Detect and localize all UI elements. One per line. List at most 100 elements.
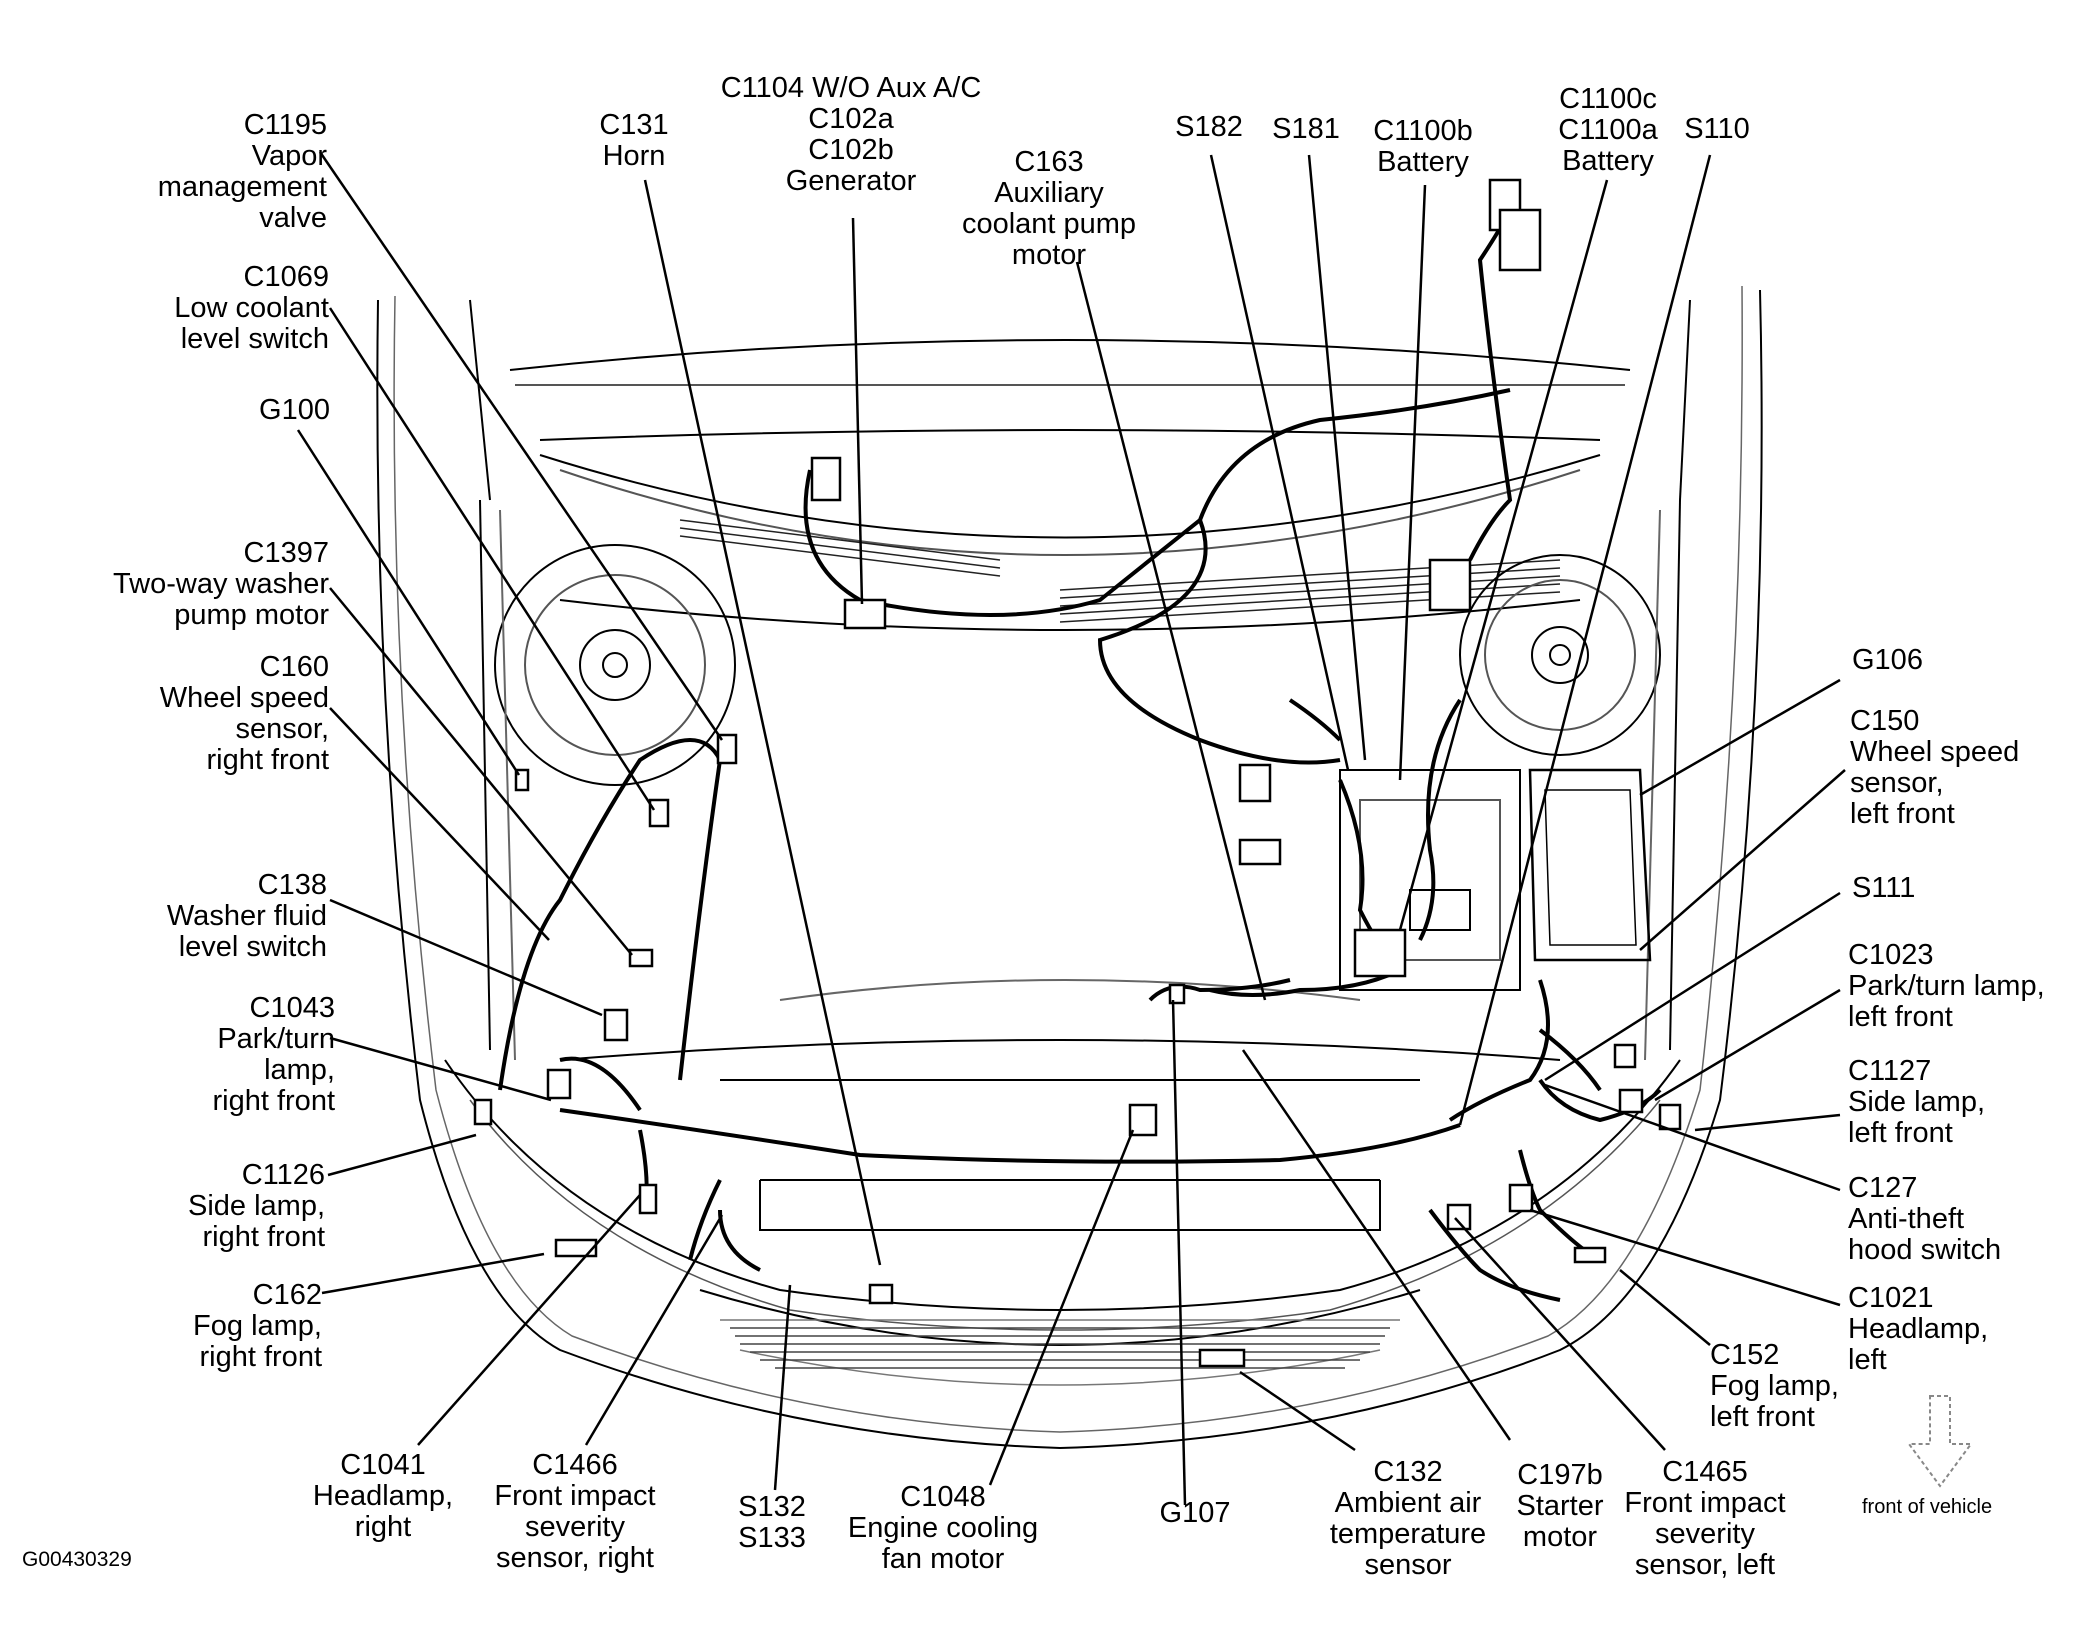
callout-line: sensor [1364, 1549, 1452, 1581]
callout-line: sensor, right [496, 1542, 654, 1574]
callout-line: Battery [1562, 145, 1654, 177]
callout-line: C1041 [340, 1449, 426, 1481]
callout-c127-anti-theft-hood-switch: C127 Anti-theft hood switch [1848, 1173, 2001, 1266]
callout-line: severity [525, 1511, 625, 1543]
callout-c1023-park-turn-lamp-left-front: C1023 Park/turn lamp, left front [1848, 940, 2045, 1033]
radiator-support [559, 979, 1561, 1231]
strut-tower-left [1459, 554, 1661, 756]
callout-line: C1100c [1559, 83, 1657, 115]
callout-c138-washer-fluid-level-switch: C138 Washer fluid level switch [167, 870, 327, 963]
callout-c163-auxiliary-coolant-pump-motor: C163 Auxiliary coolant pump motor [962, 147, 1136, 271]
fuse-box [1528, 768, 1652, 962]
callout-c1069-low-coolant-level-switch: C1069 Low coolant level switch [174, 262, 329, 355]
callout-c1100c-c1100a-battery: C1100c C1100a Battery [1558, 84, 1657, 177]
callout-line: C163 [1014, 146, 1084, 178]
callout-c131-horn: C131 Horn [599, 110, 668, 172]
callout-line: Front impact [1624, 1487, 1786, 1519]
callout-line: Auxiliary [994, 177, 1104, 209]
callout-c1021-headlamp-left: C1021 Headlamp, left [1848, 1283, 1988, 1376]
callout-line: C1104 W/O Aux A/C [720, 72, 982, 104]
leader-lines [296, 151, 1846, 1506]
callout-line: G107 [1159, 1497, 1231, 1529]
callout-line: pump motor [174, 599, 329, 631]
callout-line: Fog lamp, [193, 1310, 322, 1342]
callout-line: motor [1522, 1521, 1598, 1553]
vehicle-body-outline [376, 285, 1763, 1450]
connector-bodies [473, 178, 1682, 1368]
callout-c150-wheel-speed-sensor-left-front: C150 Wheel speed sensor, left front [1850, 706, 2019, 830]
callout-c1126-side-lamp-right-front: C1126 Side lamp, right front [188, 1160, 325, 1253]
grille-hatching [730, 1327, 1390, 1369]
callout-line: C1126 [241, 1159, 325, 1191]
front-of-vehicle-label: front of vehicle [1862, 1496, 1993, 1518]
callout-line: S111 [1852, 872, 1916, 904]
callout-line: fan motor [881, 1543, 1005, 1575]
callout-line: severity [1655, 1518, 1755, 1550]
callout-line: Engine cooling [847, 1512, 1039, 1544]
callout-s132-s133: S132 S133 [738, 1492, 806, 1554]
callout-line: right front [206, 744, 330, 776]
callout-line: lamp, [264, 1054, 335, 1086]
callout-c152-fog-lamp-left-front: C152 Fog lamp, left front [1710, 1340, 1839, 1433]
callout-line: S181 [1272, 113, 1340, 145]
callout-c160-wheel-speed-sensor-right-front: C160 Wheel speed sensor, right front [160, 652, 329, 776]
callout-line: C1021 [1848, 1282, 1934, 1314]
callout-line: C132 [1373, 1456, 1443, 1488]
callout-line: left front [1848, 1001, 1953, 1033]
strut-tower-right [494, 544, 736, 786]
callout-c1041-headlamp-right: C1041 Headlamp, right [313, 1450, 453, 1543]
callout-line: C1043 [249, 992, 335, 1024]
callout-line: left front [1710, 1401, 1815, 1433]
callout-c1048-engine-cooling-fan-motor: C1048 Engine cooling fan motor [848, 1482, 1038, 1575]
callout-line: S110 [1684, 113, 1750, 145]
callout-line: level switch [178, 931, 327, 963]
callout-c132-ambient-air-temperature-sensor: C132 Ambient air temperature sensor [1330, 1457, 1486, 1581]
callout-c1043-park-turn-lamp-right-front: C1043 Park/turn lamp, right front [213, 993, 336, 1117]
callout-line: Fog lamp, [1710, 1370, 1839, 1402]
cowl-panel [509, 339, 1631, 631]
callout-line: temperature [1329, 1518, 1487, 1550]
callout-line: right front [202, 1221, 326, 1253]
callout-g100: G100 [259, 395, 330, 426]
callout-c1195-vapor-management-valve: C1195 Vapor management valve [158, 110, 327, 234]
callout-c1465-front-impact-severity-sensor-left: C1465 Front impact severity sensor, left [1624, 1457, 1785, 1581]
callout-line: C1100b [1373, 115, 1473, 147]
callout-line: Two-way washer [113, 568, 329, 600]
callout-line: S182 [1175, 111, 1243, 143]
callout-line: C138 [257, 869, 327, 901]
callout-c162-fog-lamp-right-front: C162 Fog lamp, right front [193, 1280, 322, 1373]
callout-c1100b-battery: C1100b Battery [1373, 116, 1472, 178]
callout-line: C1397 [243, 537, 329, 569]
callout-line: Side lamp, [187, 1190, 325, 1222]
callout-line: Vapor [251, 140, 327, 172]
callout-line: C1100a [1558, 114, 1658, 146]
callout-line: C1127 [1848, 1055, 1932, 1087]
callout-g106: G106 [1852, 645, 1923, 676]
callout-line: sensor, [1850, 767, 1944, 799]
callout-line: Park/turn [217, 1023, 335, 1055]
callout-line: Anti-theft [1848, 1203, 1965, 1235]
callout-line: C131 [599, 109, 669, 141]
callout-line: C1048 [900, 1481, 986, 1513]
callout-line: C1195 [243, 109, 327, 141]
callout-line: right [354, 1511, 412, 1543]
callout-line: G100 [259, 394, 330, 426]
callout-line: Wheel speed [1850, 736, 2020, 768]
callout-line: management [157, 171, 327, 203]
callout-line: C1069 [243, 261, 329, 293]
callout-line: C102b [808, 134, 894, 166]
callout-c1466-front-impact-severity-sensor-right: C1466 Front impact severity sensor, righ… [494, 1450, 655, 1574]
callout-line: Side lamp, [1848, 1086, 1986, 1118]
callout-line: motor [1011, 239, 1087, 271]
callout-line: C1023 [1848, 939, 1934, 971]
callout-line: coolant pump [961, 208, 1137, 240]
callout-line: C152 [1710, 1339, 1780, 1371]
callout-line: Park/turn lamp, [1848, 970, 2045, 1002]
front-of-vehicle-arrow-icon [1907, 1395, 1973, 1488]
callout-line: Generator [785, 165, 917, 197]
callout-c1104-generator: C1104 W/O Aux A/C C102a C102b Generator [721, 73, 982, 197]
callout-line: right front [199, 1341, 323, 1373]
callout-line: Low coolant [174, 292, 329, 324]
